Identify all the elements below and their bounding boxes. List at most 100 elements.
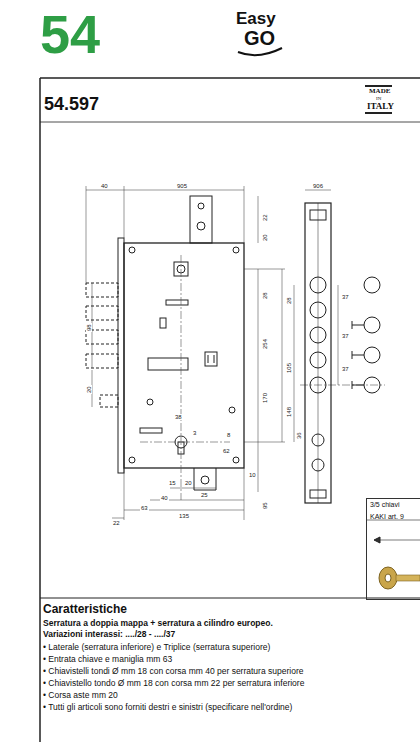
drawing-line bbox=[129, 457, 135, 463]
dimension-label: 95 bbox=[262, 501, 268, 510]
drawing-line bbox=[374, 537, 380, 543]
drawing-line bbox=[129, 247, 135, 253]
drawing-line bbox=[124, 186, 125, 238]
drawing-line bbox=[338, 285, 339, 385]
drawing-line bbox=[214, 355, 215, 363]
drawing-line bbox=[364, 347, 380, 363]
drawing-line bbox=[40, 122, 420, 123]
box-text: KAKI art. 9 bbox=[367, 511, 420, 523]
feature-text: • Chiavistello tondo Ø mm 18 con corsa m… bbox=[43, 679, 304, 688]
dimension-label: 37 bbox=[341, 366, 350, 372]
dimension-label: 38 bbox=[174, 414, 183, 420]
dimension-label: 40 bbox=[160, 495, 169, 501]
drawing-line bbox=[208, 355, 209, 363]
drawing-line bbox=[365, 112, 392, 114]
dimension-label: 28 bbox=[286, 296, 292, 305]
drawing-line bbox=[229, 407, 235, 413]
dimension-label: 62 bbox=[222, 448, 231, 454]
drawing-line bbox=[233, 457, 239, 463]
logo-text: Easy bbox=[236, 10, 276, 28]
drawing-line bbox=[244, 186, 245, 243]
origin-stamp: MADE bbox=[369, 88, 390, 95]
drawing-line bbox=[258, 468, 259, 492]
dimension-label: 170 bbox=[262, 392, 268, 404]
feature-text: Serratura a doppia mappa + serratura a c… bbox=[43, 619, 273, 628]
drawing-line bbox=[244, 269, 285, 270]
drawing-line bbox=[86, 306, 118, 320]
drawing-line bbox=[352, 321, 353, 329]
drawing-line bbox=[181, 255, 182, 500]
feature-text: • Entrata chiave e maniglia mm 63 bbox=[43, 655, 172, 664]
dimension-label: 40 bbox=[100, 183, 109, 189]
drawing-line bbox=[86, 186, 338, 520]
box-text: 3/5 chiavi bbox=[367, 499, 420, 511]
dimension-label: 37 bbox=[341, 333, 350, 339]
dimension-label: 8 bbox=[226, 432, 231, 438]
drawing-line bbox=[86, 330, 118, 344]
drawing-line bbox=[312, 434, 324, 446]
drawing-line bbox=[352, 381, 353, 389]
drawing-line bbox=[86, 186, 87, 283]
drawing-line bbox=[140, 442, 230, 443]
drawing-line bbox=[147, 399, 153, 405]
drawing-line bbox=[352, 385, 364, 386]
feature-text: Variazioni interassi: ..../28 - ..../37 bbox=[43, 630, 175, 639]
dimension-label: 905 bbox=[176, 183, 188, 189]
drawing-line bbox=[294, 285, 295, 442]
drawing-line bbox=[305, 190, 331, 191]
drawing-line bbox=[124, 468, 125, 520]
feature-text: • Corsa aste mm 20 bbox=[43, 691, 118, 700]
dimension-label: 25 bbox=[200, 492, 209, 498]
drawing-line bbox=[364, 277, 380, 293]
drawing-line bbox=[258, 269, 259, 468]
drawing-line bbox=[166, 300, 188, 305]
drawing-line bbox=[118, 238, 124, 473]
dimension-label: 28 bbox=[262, 291, 268, 300]
drawing-line bbox=[310, 352, 326, 368]
drawing-line bbox=[40, 598, 420, 599]
dimension-label: 22 bbox=[262, 213, 268, 222]
drawing-line bbox=[365, 85, 392, 87]
dimension-label: 63 bbox=[140, 505, 149, 511]
drawing-line bbox=[190, 196, 212, 243]
drawing-line bbox=[194, 468, 216, 490]
feature-text: • Tutti gli articoli sono forniti destri… bbox=[43, 703, 292, 712]
dimension-label: 20 bbox=[262, 233, 268, 242]
drawing-line bbox=[244, 468, 245, 520]
drawing-line bbox=[305, 203, 331, 503]
drawing-line bbox=[86, 190, 124, 191]
drawing-line bbox=[352, 355, 364, 356]
drawing-line bbox=[140, 428, 162, 433]
drawing-line bbox=[86, 283, 118, 297]
dimension-label: 20 bbox=[184, 480, 193, 486]
origin-stamp: ITALY bbox=[367, 102, 394, 111]
drawing-line bbox=[244, 442, 285, 443]
drawing-line bbox=[40, 77, 420, 79]
dimension-label: 15 bbox=[168, 480, 177, 486]
dimension-label: 37 bbox=[341, 294, 350, 300]
section-heading: Caratteristiche bbox=[43, 603, 127, 616]
drawing-line bbox=[39, 78, 41, 742]
drawing-line bbox=[86, 283, 118, 407]
drawing-line bbox=[318, 203, 319, 503]
drawing-line bbox=[148, 358, 188, 370]
dimension-label: 10 bbox=[248, 472, 257, 478]
drawing-line bbox=[140, 255, 385, 500]
drawing-line bbox=[198, 203, 204, 209]
drawing-line bbox=[100, 395, 118, 407]
drawing-line bbox=[170, 488, 216, 489]
drawing-line bbox=[352, 351, 353, 359]
drawing-line bbox=[364, 317, 380, 333]
drawing-line bbox=[310, 210, 326, 220]
drawing-line bbox=[197, 222, 205, 230]
dimension-label: 20 bbox=[86, 385, 92, 394]
dimension-label: 3 bbox=[192, 430, 197, 436]
feature-text: • Chiavistelli tondi Ø mm 18 con corsa m… bbox=[43, 667, 303, 676]
feature-text: • Laterale (serratura inferiore) e Tripl… bbox=[43, 643, 270, 652]
dimension-label: 254 bbox=[262, 338, 268, 350]
drawing-line bbox=[396, 575, 420, 581]
origin-stamp: IN bbox=[376, 96, 381, 101]
dimension-label: 906 bbox=[312, 183, 324, 189]
drawing-line bbox=[201, 476, 209, 484]
drawing-line bbox=[310, 490, 326, 498]
